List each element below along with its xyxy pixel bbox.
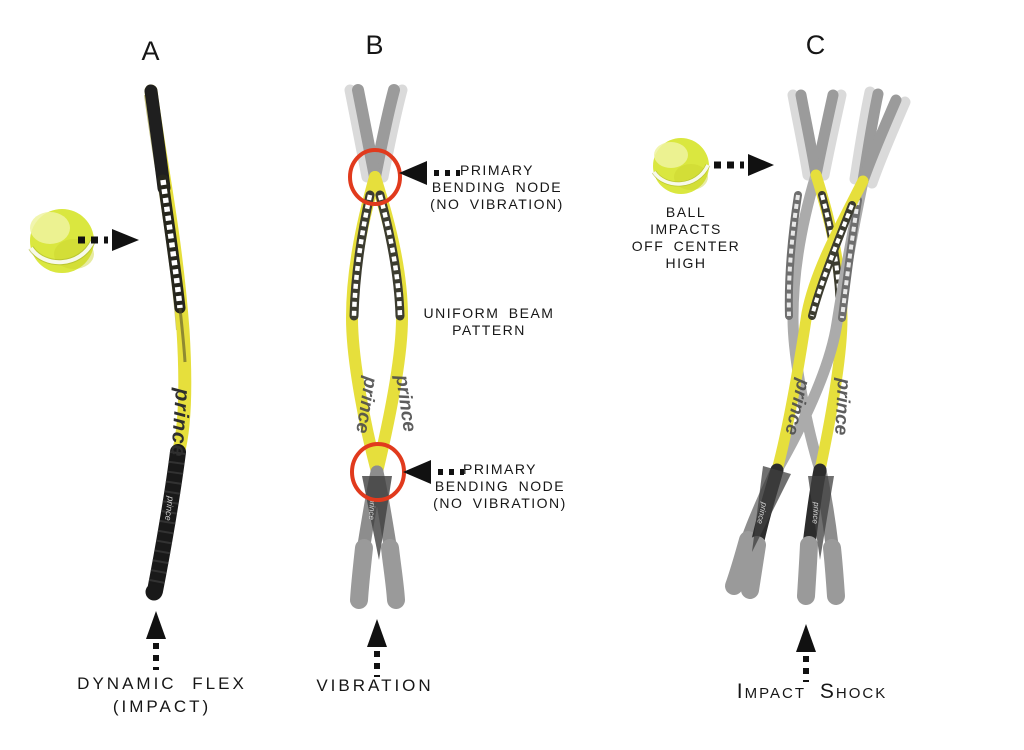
panel-label-c: C bbox=[805, 30, 827, 60]
vibration-arrow bbox=[367, 619, 387, 677]
ball-impact-arrow-c bbox=[714, 154, 774, 176]
annotation-uniform-beam-line2: PATTERN bbox=[452, 322, 526, 338]
annotation-bending-node-bottom-line3: (NO VIBRATION) bbox=[433, 495, 567, 511]
dynamic-flex-arrow bbox=[146, 611, 166, 670]
caption-dynamic-flex-line2: (IMPACT) bbox=[112, 697, 212, 716]
racket-c-brand-text-2: prince bbox=[830, 377, 854, 436]
tennis-ball-a bbox=[28, 209, 96, 273]
annotation-ball-impact-line1: BALL bbox=[665, 204, 707, 220]
annotation-bending-node-top-line2: BENDING NODE bbox=[431, 179, 563, 195]
caption-impact-shock: Impact Shock bbox=[736, 680, 888, 703]
racket-cluster-c: prince prince prince prince bbox=[725, 86, 911, 605]
racket-pair-b: prince prince prince bbox=[344, 84, 420, 609]
annotation-ball-impact-line3: OFF CENTER bbox=[631, 238, 741, 254]
racket-b-grip-brand-text: prince bbox=[367, 497, 377, 521]
annotation-uniform-beam-line1: UNIFORM BEAM bbox=[423, 305, 555, 321]
caption-dynamic-flex-line1: DYNAMIC FLEX bbox=[77, 674, 247, 693]
annotation-bending-node-bottom-line1: PRIMARY bbox=[462, 461, 538, 477]
node-circle-top bbox=[348, 148, 402, 206]
panel-label-a: A bbox=[141, 36, 161, 66]
racket-b-brand-text-2: prince bbox=[391, 373, 420, 434]
annotation-bending-node-bottom: PRIMARY BENDING NODE (NO VIBRATION) bbox=[433, 461, 567, 512]
node-arrow-top bbox=[399, 161, 460, 185]
caption-dynamic-flex: DYNAMIC FLEX (IMPACT) bbox=[77, 672, 247, 718]
annotation-bending-node-top-line1: PRIMARY bbox=[459, 162, 535, 178]
caption-vibration: VIBRATION bbox=[316, 676, 434, 695]
racket-c-grip-brand-text-2: prince bbox=[810, 501, 821, 525]
annotation-ball-impact-line2: IMPACTS bbox=[650, 221, 722, 237]
racket-a-grip bbox=[147, 444, 186, 599]
node-arrow-bottom bbox=[403, 460, 464, 484]
panel-label-b: B bbox=[365, 30, 385, 60]
annotation-bending-node-top: PRIMARY BENDING NODE (NO VIBRATION) bbox=[430, 162, 564, 213]
racket-a-grip-brand-text: prince bbox=[163, 495, 176, 522]
ball-impact-arrow-a bbox=[78, 229, 139, 251]
annotation-bending-node-top-line3: (NO VIBRATION) bbox=[430, 196, 564, 212]
tennis-ball-c bbox=[651, 138, 711, 194]
racket-a: prince prince bbox=[144, 84, 194, 601]
impact-shock-arrow bbox=[796, 624, 816, 682]
annotation-ball-impact-line4: HIGH bbox=[665, 255, 707, 271]
annotation-bending-node-bottom-line2: BENDING NODE bbox=[434, 478, 566, 494]
racket-a-brand-text: prince bbox=[166, 387, 194, 458]
annotation-uniform-beam: UNIFORM BEAM PATTERN bbox=[424, 305, 555, 339]
annotation-ball-impact: BALL IMPACTS OFF CENTER HIGH bbox=[632, 204, 740, 272]
